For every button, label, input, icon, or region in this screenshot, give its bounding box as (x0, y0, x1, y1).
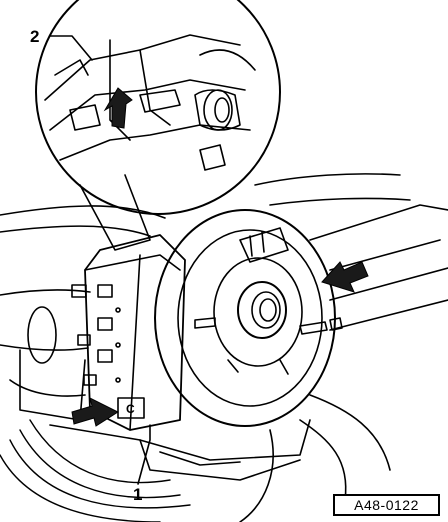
clock-spring (154, 209, 343, 427)
magnifier-detail (35, 0, 281, 251)
figure-id: A48-0122 (354, 497, 419, 513)
leader-line-1 (137, 424, 151, 485)
figure-reference-box: A48-0122 (333, 494, 440, 516)
connector-c-label: C (126, 402, 135, 416)
column-background (0, 173, 448, 522)
arrow-clock-spring-icon (321, 261, 369, 293)
arrow-detail-icon (103, 87, 133, 129)
combination-switch (49, 234, 311, 481)
wiring-harness (0, 419, 191, 522)
turn-signal-stalk (0, 289, 91, 421)
leader-line-2 (49, 35, 93, 61)
callout-1: 1 (133, 485, 142, 504)
arrow-connector-icon (71, 397, 120, 427)
callout-2: 2 (30, 27, 39, 46)
